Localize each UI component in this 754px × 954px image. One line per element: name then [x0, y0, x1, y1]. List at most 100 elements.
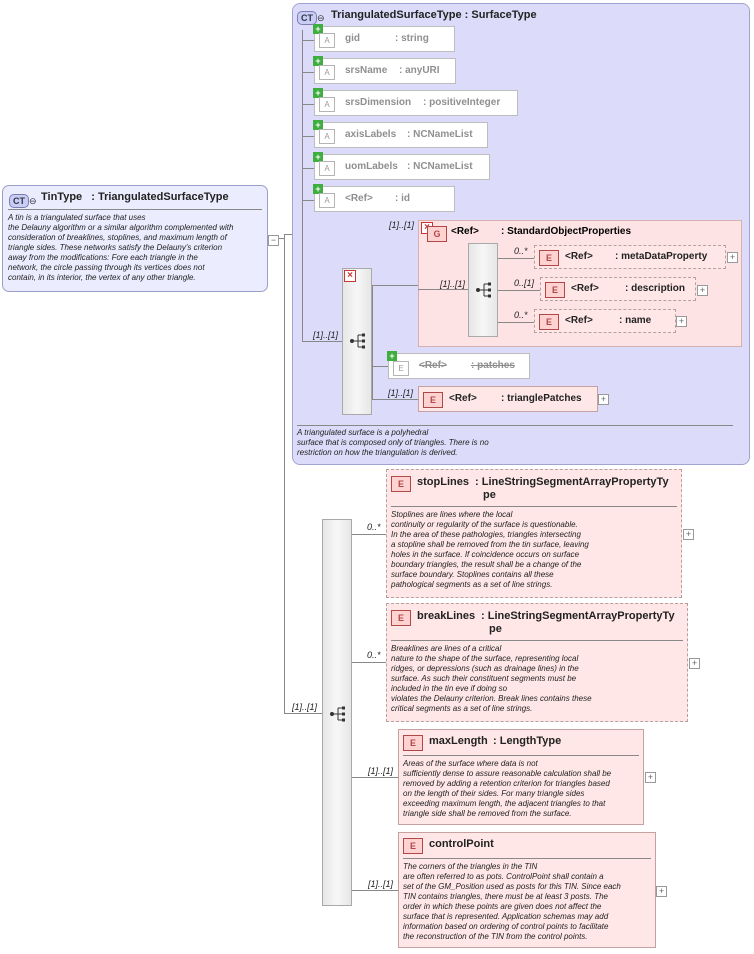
element-icon: E	[423, 392, 443, 408]
attribute-icon: A	[319, 65, 335, 80]
plus-icon: +	[313, 56, 323, 66]
element-icon: E	[539, 250, 559, 266]
connector	[352, 777, 398, 778]
attribute-uomlabels[interactable]: + A uomLabels : NCNameList	[313, 152, 490, 180]
element-icon: E	[391, 610, 411, 626]
group-sequence-compositor[interactable]	[468, 243, 498, 337]
connector	[498, 322, 534, 323]
expand-icon[interactable]: +	[697, 285, 708, 296]
element-metadataproperty[interactable]: E <Ref> : metaDataProperty	[534, 245, 726, 269]
sequence-icon	[350, 333, 365, 349]
base-type-title: TriangulatedSurfaceType : SurfaceType	[331, 9, 537, 21]
occurrence: [1]..[1]	[313, 330, 339, 340]
plus-icon: +	[313, 184, 323, 194]
divider	[8, 209, 262, 210]
element-description[interactable]: E <Ref> : description	[540, 277, 696, 301]
attribute-ref-id[interactable]: + A <Ref> : id	[313, 184, 455, 212]
occurrence: [1]..[1]	[368, 766, 394, 776]
expand-icon[interactable]: +	[683, 529, 694, 540]
element-name[interactable]: E <Ref> : name	[534, 309, 676, 333]
connector	[372, 399, 418, 400]
connector	[352, 662, 386, 663]
sequence-compositor[interactable]: ×	[342, 268, 372, 415]
plus-icon: +	[313, 152, 323, 162]
connector	[302, 341, 342, 342]
connector	[284, 234, 294, 235]
element-icon: E	[403, 838, 423, 854]
connector	[372, 285, 373, 399]
attribute-gid[interactable]: + A gid : string	[313, 24, 455, 52]
expand-icon[interactable]: +	[689, 658, 700, 669]
attribute-srsname[interactable]: + A srsName : anyURI	[313, 56, 456, 84]
occurrence: 0..*	[367, 650, 381, 660]
expand-icon[interactable]: +	[645, 772, 656, 783]
expand-icon[interactable]: +	[727, 252, 738, 263]
connector	[284, 234, 285, 714]
element-icon: E	[545, 282, 565, 298]
occurrence: 0..*	[367, 522, 381, 532]
attribute-axislabels[interactable]: + A axisLabels : NCNameList	[313, 120, 488, 148]
divider	[391, 640, 683, 641]
connector	[498, 258, 534, 259]
tin-type-name: TinType	[41, 191, 83, 203]
sequence-icon	[330, 706, 345, 722]
connector	[302, 136, 314, 137]
close-icon: ×	[344, 270, 356, 282]
attribute-srsdimension[interactable]: + A srsDimension : positiveInteger	[313, 88, 518, 116]
occurrence: 0..*	[514, 246, 528, 256]
element-breaklines[interactable]: E breakLines : LineStringSegmentArrayPro…	[386, 603, 688, 722]
element-controlpoint[interactable]: E controlPoint The corners of the triang…	[398, 832, 656, 948]
complex-type-icon: CT⊖	[297, 8, 325, 26]
divider	[391, 506, 677, 507]
tin-type-base: TriangulatedSurfaceType	[97, 191, 229, 203]
plus-icon: +	[313, 24, 323, 34]
expand-icon[interactable]: +	[656, 886, 667, 897]
element-icon: E	[393, 361, 409, 376]
expand-icon[interactable]: +	[598, 394, 609, 405]
tin-type-box[interactable]: CT⊖ TinType : TriangulatedSurfaceType A …	[2, 185, 279, 292]
plus-icon: +	[313, 88, 323, 98]
tin-sequence-compositor[interactable]	[322, 519, 352, 906]
occurrence: 0..*	[514, 310, 528, 320]
element-trianglepatches[interactable]: E <Ref> : trianglePatches	[418, 386, 598, 412]
connector	[372, 366, 388, 367]
expand-icon[interactable]: +	[676, 316, 687, 327]
connector	[418, 289, 468, 290]
connector	[352, 890, 398, 891]
connector	[284, 713, 322, 714]
connector	[352, 534, 386, 535]
occurrence: [1]..[1]	[388, 388, 414, 398]
attribute-icon: A	[319, 161, 335, 176]
attribute-icon: A	[319, 97, 335, 112]
connector	[302, 104, 314, 105]
occurrence: [1]..[1]	[440, 279, 466, 289]
divider	[297, 425, 733, 426]
occurrence: 0..[1]	[514, 278, 535, 288]
element-stoplines[interactable]: E stopLines : LineStringSegmentArrayProp…	[386, 469, 682, 598]
complex-type-icon: CT⊖	[9, 191, 37, 209]
plus-icon: +	[387, 351, 397, 361]
tin-type-sep: :	[91, 191, 95, 203]
connector	[302, 40, 314, 41]
element-icon: E	[391, 476, 411, 492]
element-maxlength[interactable]: E maxLength : LengthType Areas of the su…	[398, 729, 644, 825]
element-patches[interactable]: + E <Ref> : patches	[387, 351, 530, 379]
collapse-icon[interactable]: −	[268, 235, 279, 246]
occurrence: [1]..[1]	[368, 879, 394, 889]
attribute-icon: A	[319, 33, 335, 48]
element-icon: E	[539, 314, 559, 330]
connector	[302, 72, 314, 73]
connector	[302, 30, 303, 342]
sequence-icon	[476, 282, 491, 298]
connector	[302, 200, 314, 201]
element-icon: E	[403, 735, 423, 751]
tin-type-title: TinType : TriangulatedSurfaceType	[41, 191, 229, 203]
occurrence: [1]..[1]	[389, 220, 415, 230]
tin-type-doc: A tin is a triangulated surface that use…	[8, 213, 234, 282]
plus-icon: +	[313, 120, 323, 130]
connector	[302, 168, 314, 169]
divider	[403, 755, 639, 756]
